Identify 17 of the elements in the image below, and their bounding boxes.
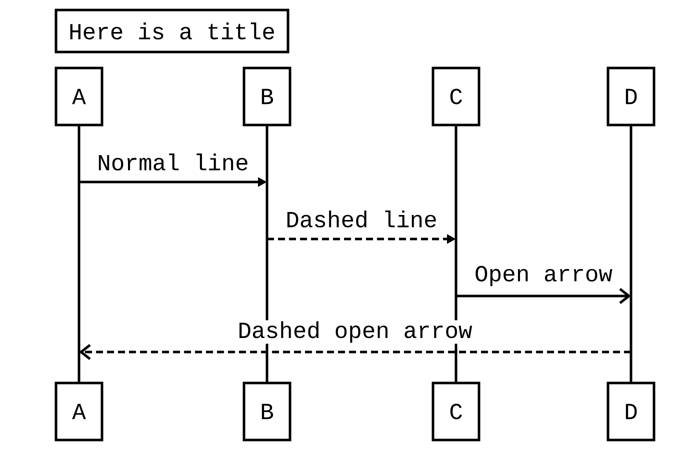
message-arrow [79,344,631,360]
participant-box: D [606,66,656,126]
title-box: Here is a title [54,8,290,54]
participant-box: B [242,382,292,442]
message-arrow [456,288,631,304]
participant-box: C [432,66,480,126]
edge-label: Dashed open arrow [236,320,474,344]
participant-box: A [54,382,104,442]
lifeline [78,125,80,383]
participant-box: A [54,66,104,126]
edge-label: Normal line [96,152,250,172]
edge-label: Dashed line [284,210,438,228]
lifeline [630,125,632,383]
participant-box: C [432,382,480,442]
participant-box: B [242,66,292,126]
participant-box: D [606,382,656,442]
edge-label: Open arrow [474,264,614,288]
